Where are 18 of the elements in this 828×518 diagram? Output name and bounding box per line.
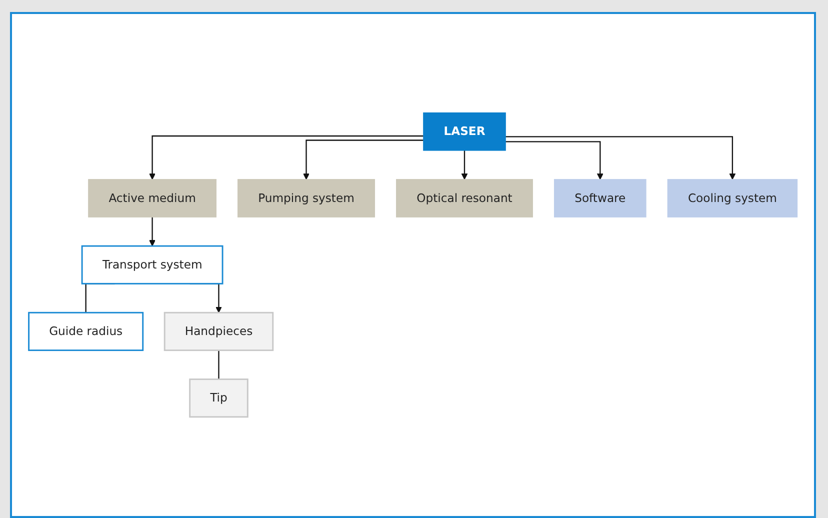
node-box xyxy=(554,179,646,218)
node-box xyxy=(423,112,506,151)
node-box xyxy=(396,179,533,218)
arrow xyxy=(149,216,156,246)
connector xyxy=(218,350,220,380)
node-box xyxy=(667,179,798,218)
node-box xyxy=(164,312,274,352)
arrow xyxy=(461,150,468,180)
node-box xyxy=(88,179,216,218)
node-box xyxy=(189,378,248,418)
card-background: LASER Active medium Pumping system Optical resonant Software Cooling system Transport system Guide radius Handpieces Tip xyxy=(10,12,816,518)
arrow xyxy=(506,141,604,180)
arrow xyxy=(506,136,736,180)
arrow xyxy=(149,136,424,180)
node-box xyxy=(28,312,144,352)
arrow xyxy=(303,140,424,180)
node-box xyxy=(81,245,224,285)
node-box xyxy=(237,179,376,218)
